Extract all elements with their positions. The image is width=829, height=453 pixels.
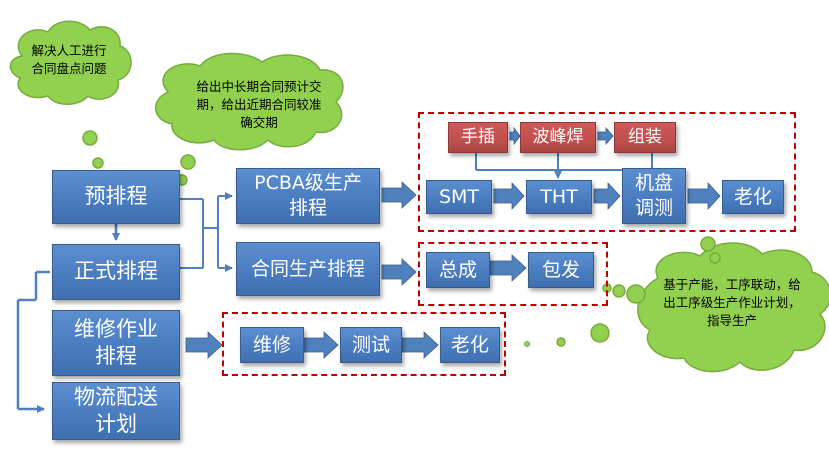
- manual-insert-box: 手插: [448, 122, 508, 153]
- final-assembly-box: 总成: [426, 252, 490, 288]
- repair-box: 维修: [240, 327, 304, 363]
- contract-schedule-box: 合同生产排程: [236, 242, 380, 296]
- callout-delivery-dates: 给出中长期合同预计交期，给出近期合同较准确交期: [196, 79, 322, 131]
- debug-box: 机盘调测: [622, 168, 686, 224]
- smt-box: SMT: [426, 180, 492, 214]
- packing-box: 包发: [528, 252, 594, 288]
- tht-box: THT: [526, 180, 592, 214]
- formal-schedule-box: 正式排程: [52, 244, 180, 300]
- repair-process-frame: [222, 312, 506, 376]
- branch-connectors: [180, 192, 233, 272]
- pre-schedule-box: 预排程: [52, 170, 180, 224]
- wave-solder-box: 波峰焊: [520, 122, 596, 153]
- callout-manual-contract: 解决人工进行合同盘点问题: [31, 43, 107, 77]
- callout-process-plan: 基于产能，工序联动，给出工序级生产作业计划，指导生产: [663, 277, 801, 329]
- repair-aging-box: 老化: [440, 327, 500, 363]
- pcba-schedule-box: PCBA级生产排程: [236, 168, 380, 224]
- assembly-box: 组装: [614, 122, 676, 153]
- contract-process-frame: [418, 242, 608, 306]
- pcba-process-frame: [418, 112, 796, 232]
- pcba-aging-box: 老化: [722, 180, 784, 214]
- logistics-plan-box: 物流配送计划: [52, 382, 180, 440]
- test-box: 测试: [340, 327, 402, 363]
- repair-schedule-box: 维修作业排程: [52, 310, 180, 376]
